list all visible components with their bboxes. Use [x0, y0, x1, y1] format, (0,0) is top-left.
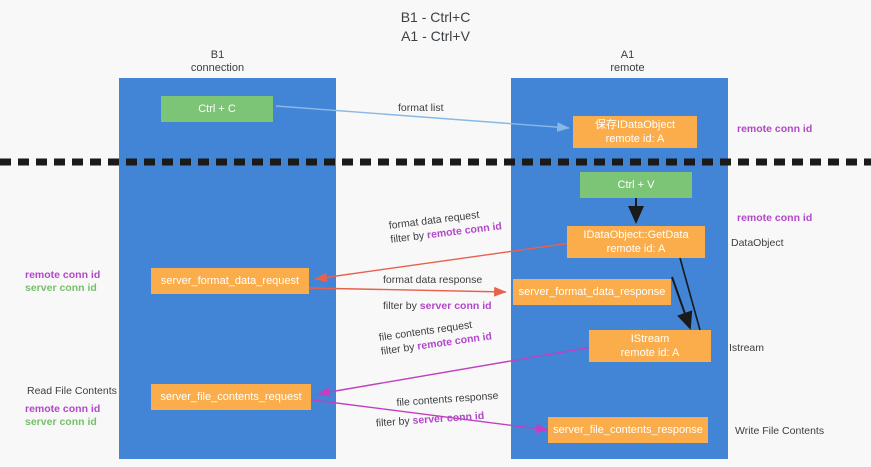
edge-label-file-contents-response-main: file contents response [396, 389, 499, 409]
node-server-format-data-response-label: server_format_data_response [518, 286, 666, 298]
edge-label-file-contents-response-filter: filter by server conn id [375, 408, 500, 431]
node-ctrl-c-label: Ctrl + C [198, 103, 236, 115]
node-idataobject-getdata-line1: IDataObject::GetData [583, 229, 689, 241]
node-istream-line1: IStream [630, 333, 670, 345]
left-label-remote-conn-id: remote conn id [25, 269, 101, 281]
edge-label-format-data-response: format data response filter by server co… [383, 273, 492, 313]
right-label-istream: Istream [729, 342, 765, 354]
lane-header-b1: B1 connection [155, 49, 280, 75]
edge-label-file-contents-response: file contents response filter by server … [375, 389, 500, 430]
node-server-file-contents-request-label: server_file_contents_request [160, 391, 302, 403]
left-label-server-conn-id: server conn id [25, 282, 97, 294]
node-istream[interactable]: IStream remote id: A [589, 330, 711, 362]
node-server-file-contents-response[interactable]: server_file_contents_response [548, 417, 708, 443]
lane-header-b1-subtitle: connection [190, 62, 245, 74]
node-idataobject-getdata-line2: remote id: A [606, 243, 666, 255]
node-ctrl-v[interactable]: Ctrl + V [580, 172, 692, 198]
lane-header-a1-name: A1 [620, 49, 635, 61]
node-save-idataobject-line1: 保存IDataObject [594, 119, 676, 131]
edge-label-format-list: format list [398, 102, 444, 114]
right-label-remote-conn-id-mid: remote conn id [737, 212, 813, 224]
node-idataobject-getdata[interactable]: IDataObject::GetData remote id: A [567, 226, 705, 258]
diagram-title-line2: A1 - Ctrl+V [401, 28, 470, 44]
edge-label-format-data-response-main: format data response [383, 274, 483, 286]
node-ctrl-v-label: Ctrl + V [617, 179, 655, 191]
right-label-remote-conn-id-top: remote conn id [737, 123, 813, 135]
node-server-format-data-request[interactable]: server_format_data_request [151, 268, 309, 294]
edge-label-format-data-response-filter: filter by server conn id [383, 299, 492, 313]
node-server-format-data-request-label: server_format_data_request [160, 275, 300, 287]
lane-header-a1: A1 remote [565, 49, 690, 75]
diagram-title: B1 - Ctrl+C A1 - Ctrl+V [0, 8, 871, 46]
filter-prefix: filter by [383, 300, 420, 312]
filter-prefix: filter by [389, 229, 428, 246]
lane-header-a1-subtitle: remote [610, 62, 645, 74]
left-label-remote-conn-id-2: remote conn id [25, 403, 101, 415]
node-save-idataobject-line2: remote id: A [605, 133, 665, 145]
filter-prefix: filter by [380, 340, 419, 358]
node-istream-line2: remote id: A [620, 347, 680, 359]
left-label-server-conn-id-2: server conn id [25, 416, 97, 428]
node-save-idataobject[interactable]: 保存IDataObject remote id: A [573, 116, 697, 148]
filter-prefix: filter by [375, 414, 413, 430]
lane-header-b1-name: B1 [210, 49, 225, 61]
node-server-format-data-response[interactable]: server_format_data_response [513, 279, 671, 305]
left-label-read-file-contents: Read File Contents [27, 385, 117, 397]
edge-label-format-data-request: format data request filter by remote con… [388, 205, 503, 246]
diagram-title-line1: B1 - Ctrl+C [400, 9, 471, 25]
node-server-file-contents-response-label: server_file_contents_response [553, 424, 703, 436]
tag-server-conn-id: server conn id [419, 300, 492, 312]
right-label-dataobject: DataObject [731, 237, 784, 249]
node-ctrl-c[interactable]: Ctrl + C [161, 96, 273, 122]
edge-label-file-contents-request: file contents request filter by remote c… [378, 315, 493, 358]
right-label-write-file-contents: Write File Contents [735, 425, 825, 437]
node-server-file-contents-request[interactable]: server_file_contents_request [151, 384, 311, 410]
tag-server-conn-id: server conn id [412, 409, 485, 427]
